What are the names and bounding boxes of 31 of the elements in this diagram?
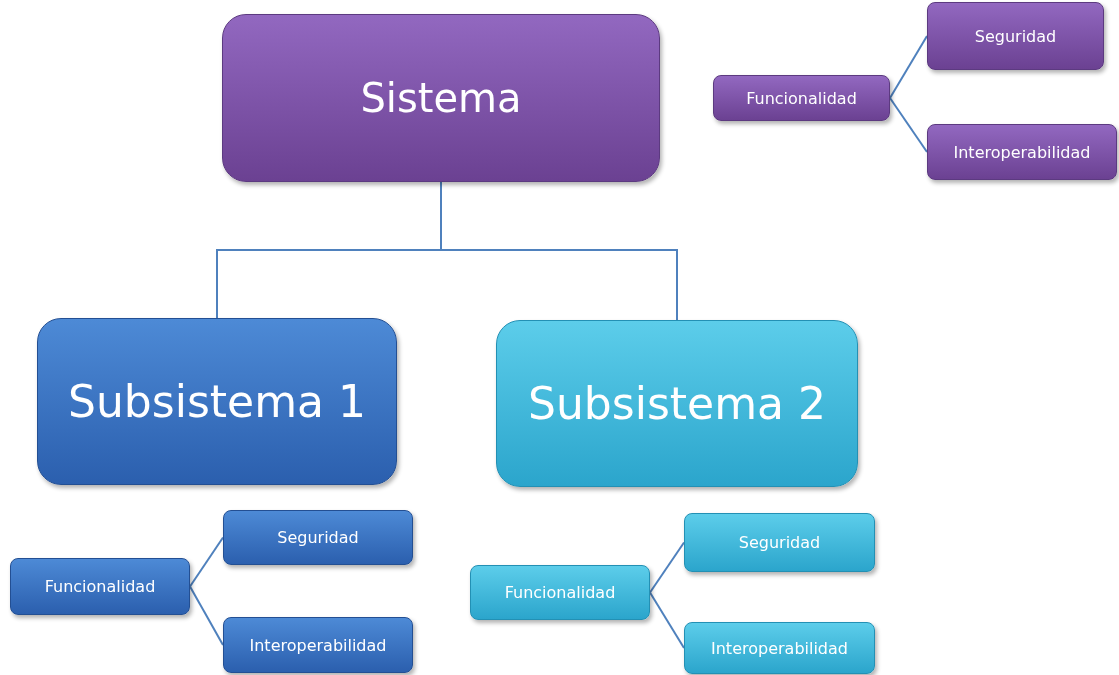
connector-line [440, 181, 678, 321]
box-label: Subsistema 2 [528, 378, 826, 429]
connector-line [649, 591, 685, 649]
rounded-box [713, 75, 890, 121]
rounded-box [222, 14, 660, 182]
box-label: Seguridad [738, 533, 821, 552]
box-label: Interoperabilidad [711, 638, 848, 658]
rounded-box [496, 320, 858, 487]
rounded-box [223, 617, 413, 673]
rounded-box [927, 2, 1104, 70]
connector-line [889, 35, 928, 99]
box-label: Seguridad [974, 26, 1057, 46]
rounded-box [684, 513, 875, 572]
box-label: Interoperabilidad [953, 142, 1091, 162]
connector-line [889, 97, 928, 153]
rounded-box [37, 318, 397, 485]
rounded-box [10, 558, 190, 615]
box-label: Funcionalidad [504, 583, 616, 602]
box-label: Funcionalidad [44, 577, 156, 596]
rounded-box [927, 124, 1117, 180]
box-label: Subsistema 1 [68, 376, 366, 427]
box-label: Interoperabilidad [249, 635, 387, 655]
rounded-box [223, 510, 413, 565]
connector-line [189, 536, 224, 588]
rounded-box [684, 622, 875, 674]
box-label: Funcionalidad [746, 88, 857, 108]
connector-line [649, 541, 685, 594]
box-label: Sistema [360, 75, 522, 121]
rounded-box [470, 565, 650, 620]
box-label: Seguridad [277, 528, 359, 547]
connector-line [189, 585, 224, 646]
